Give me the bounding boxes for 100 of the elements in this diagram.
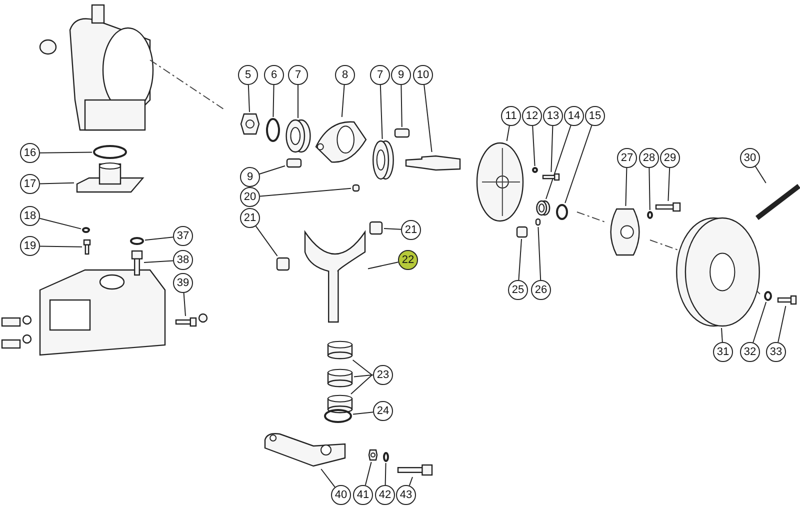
leader-line — [668, 168, 670, 202]
pin-drawing — [516, 226, 528, 238]
washer-drawing — [764, 291, 772, 301]
washer-drawing — [647, 211, 653, 219]
callout-number: 27 — [617, 148, 637, 168]
callout-number: 7 — [370, 65, 390, 85]
callout-number: 38 — [173, 250, 193, 270]
callout-number: 16 — [20, 143, 40, 163]
bolt-drawing — [175, 317, 197, 327]
callout-number: 17 — [20, 174, 40, 194]
washer-drawing — [82, 227, 90, 233]
callout-number: 21 — [240, 208, 260, 228]
callout-number: 33 — [766, 342, 786, 362]
roller-drawing — [276, 257, 290, 271]
leader-line — [144, 260, 174, 263]
leader-line — [260, 188, 352, 197]
callout-number: 11 — [501, 106, 521, 126]
callout-number: 32 — [740, 342, 760, 362]
v-belt-drawing — [756, 184, 800, 220]
leader-line — [721, 328, 723, 342]
leader-line — [518, 238, 522, 280]
leader-line — [550, 126, 554, 172]
leader-line — [183, 292, 186, 316]
seal-ring-drawing — [556, 204, 568, 220]
o-ring-drawing — [93, 145, 127, 159]
callout-number: 26 — [531, 280, 551, 300]
flange-plate-drawing — [476, 142, 524, 222]
bearing-drawing — [285, 119, 311, 153]
leader-line — [754, 166, 766, 184]
callout-number: 7 — [288, 65, 308, 85]
callout-number: 10 — [413, 65, 433, 85]
bearing-drawing — [372, 140, 394, 180]
leader-line — [532, 126, 536, 166]
needle-bearing-drawing — [327, 369, 353, 387]
leader-line — [320, 468, 336, 488]
callout-number: 8 — [335, 65, 355, 85]
washer-drawing — [266, 118, 280, 142]
bolt-drawing — [777, 295, 797, 305]
callout-number: 42 — [375, 485, 395, 505]
leader-line — [259, 165, 286, 174]
callout-number: 25 — [508, 280, 528, 300]
callout-number: 12 — [522, 106, 542, 126]
bolt-drawing — [83, 239, 91, 255]
ring-drawing — [324, 409, 352, 423]
leader-line — [39, 218, 82, 230]
leader-line — [752, 302, 767, 343]
callout-number: 29 — [660, 148, 680, 168]
leader-line — [144, 236, 174, 241]
callout-number: 41 — [353, 485, 373, 505]
callout-number: 31 — [713, 342, 733, 362]
leader-line — [352, 412, 374, 415]
callout-number: 39 — [173, 273, 193, 293]
leader-line — [40, 182, 74, 184]
leader-line — [255, 226, 278, 256]
leader-line — [625, 168, 628, 206]
leader-line — [400, 84, 402, 128]
leader-line — [248, 84, 250, 112]
stud-drawing — [131, 250, 143, 276]
leader-line — [380, 84, 383, 140]
leader-line — [40, 246, 82, 248]
leader-line — [424, 84, 432, 152]
callout-number: 40 — [331, 485, 351, 505]
callout-number: 13 — [543, 106, 563, 126]
leader-line — [384, 462, 386, 486]
callout-number: 21 — [401, 220, 421, 240]
pin-drawing — [535, 218, 541, 226]
leader-line — [408, 476, 413, 486]
bolt-drawing — [655, 202, 681, 212]
callout-number: 28 — [639, 148, 659, 168]
callout-number: 30 — [740, 148, 760, 168]
callout-number: 9 — [391, 65, 411, 85]
nut-drawing — [240, 113, 260, 135]
pin-drawing — [394, 128, 410, 138]
callout-number: 20 — [240, 187, 260, 207]
callout-number: 24 — [373, 401, 393, 421]
leader-line — [506, 125, 510, 142]
leader-line — [350, 374, 374, 394]
leader-line — [384, 228, 402, 230]
bolt-drawing — [542, 173, 560, 181]
washer-drawing — [383, 452, 389, 462]
leader-line — [778, 306, 786, 343]
shaft-drawing — [405, 153, 461, 173]
pin-drawing — [352, 184, 360, 192]
leader-line — [352, 360, 374, 376]
callout-number: 19 — [20, 236, 40, 256]
needle-bearing-drawing — [327, 395, 353, 413]
callout-number: 6 — [264, 65, 284, 85]
leader-line — [648, 168, 650, 210]
callout-number: 9 — [240, 167, 260, 187]
roller-drawing — [369, 221, 383, 235]
leader-line — [546, 125, 572, 200]
needle-bearing-drawing — [536, 200, 550, 216]
leader-line — [368, 262, 399, 270]
callout-number: 37 — [173, 226, 193, 246]
leader-line — [354, 374, 374, 378]
fork-yoke-drawing — [303, 228, 367, 324]
washer-drawing — [130, 237, 144, 245]
callout-number: 22 — [398, 250, 418, 270]
pin-drawing — [286, 158, 302, 168]
leader-line — [564, 125, 592, 204]
